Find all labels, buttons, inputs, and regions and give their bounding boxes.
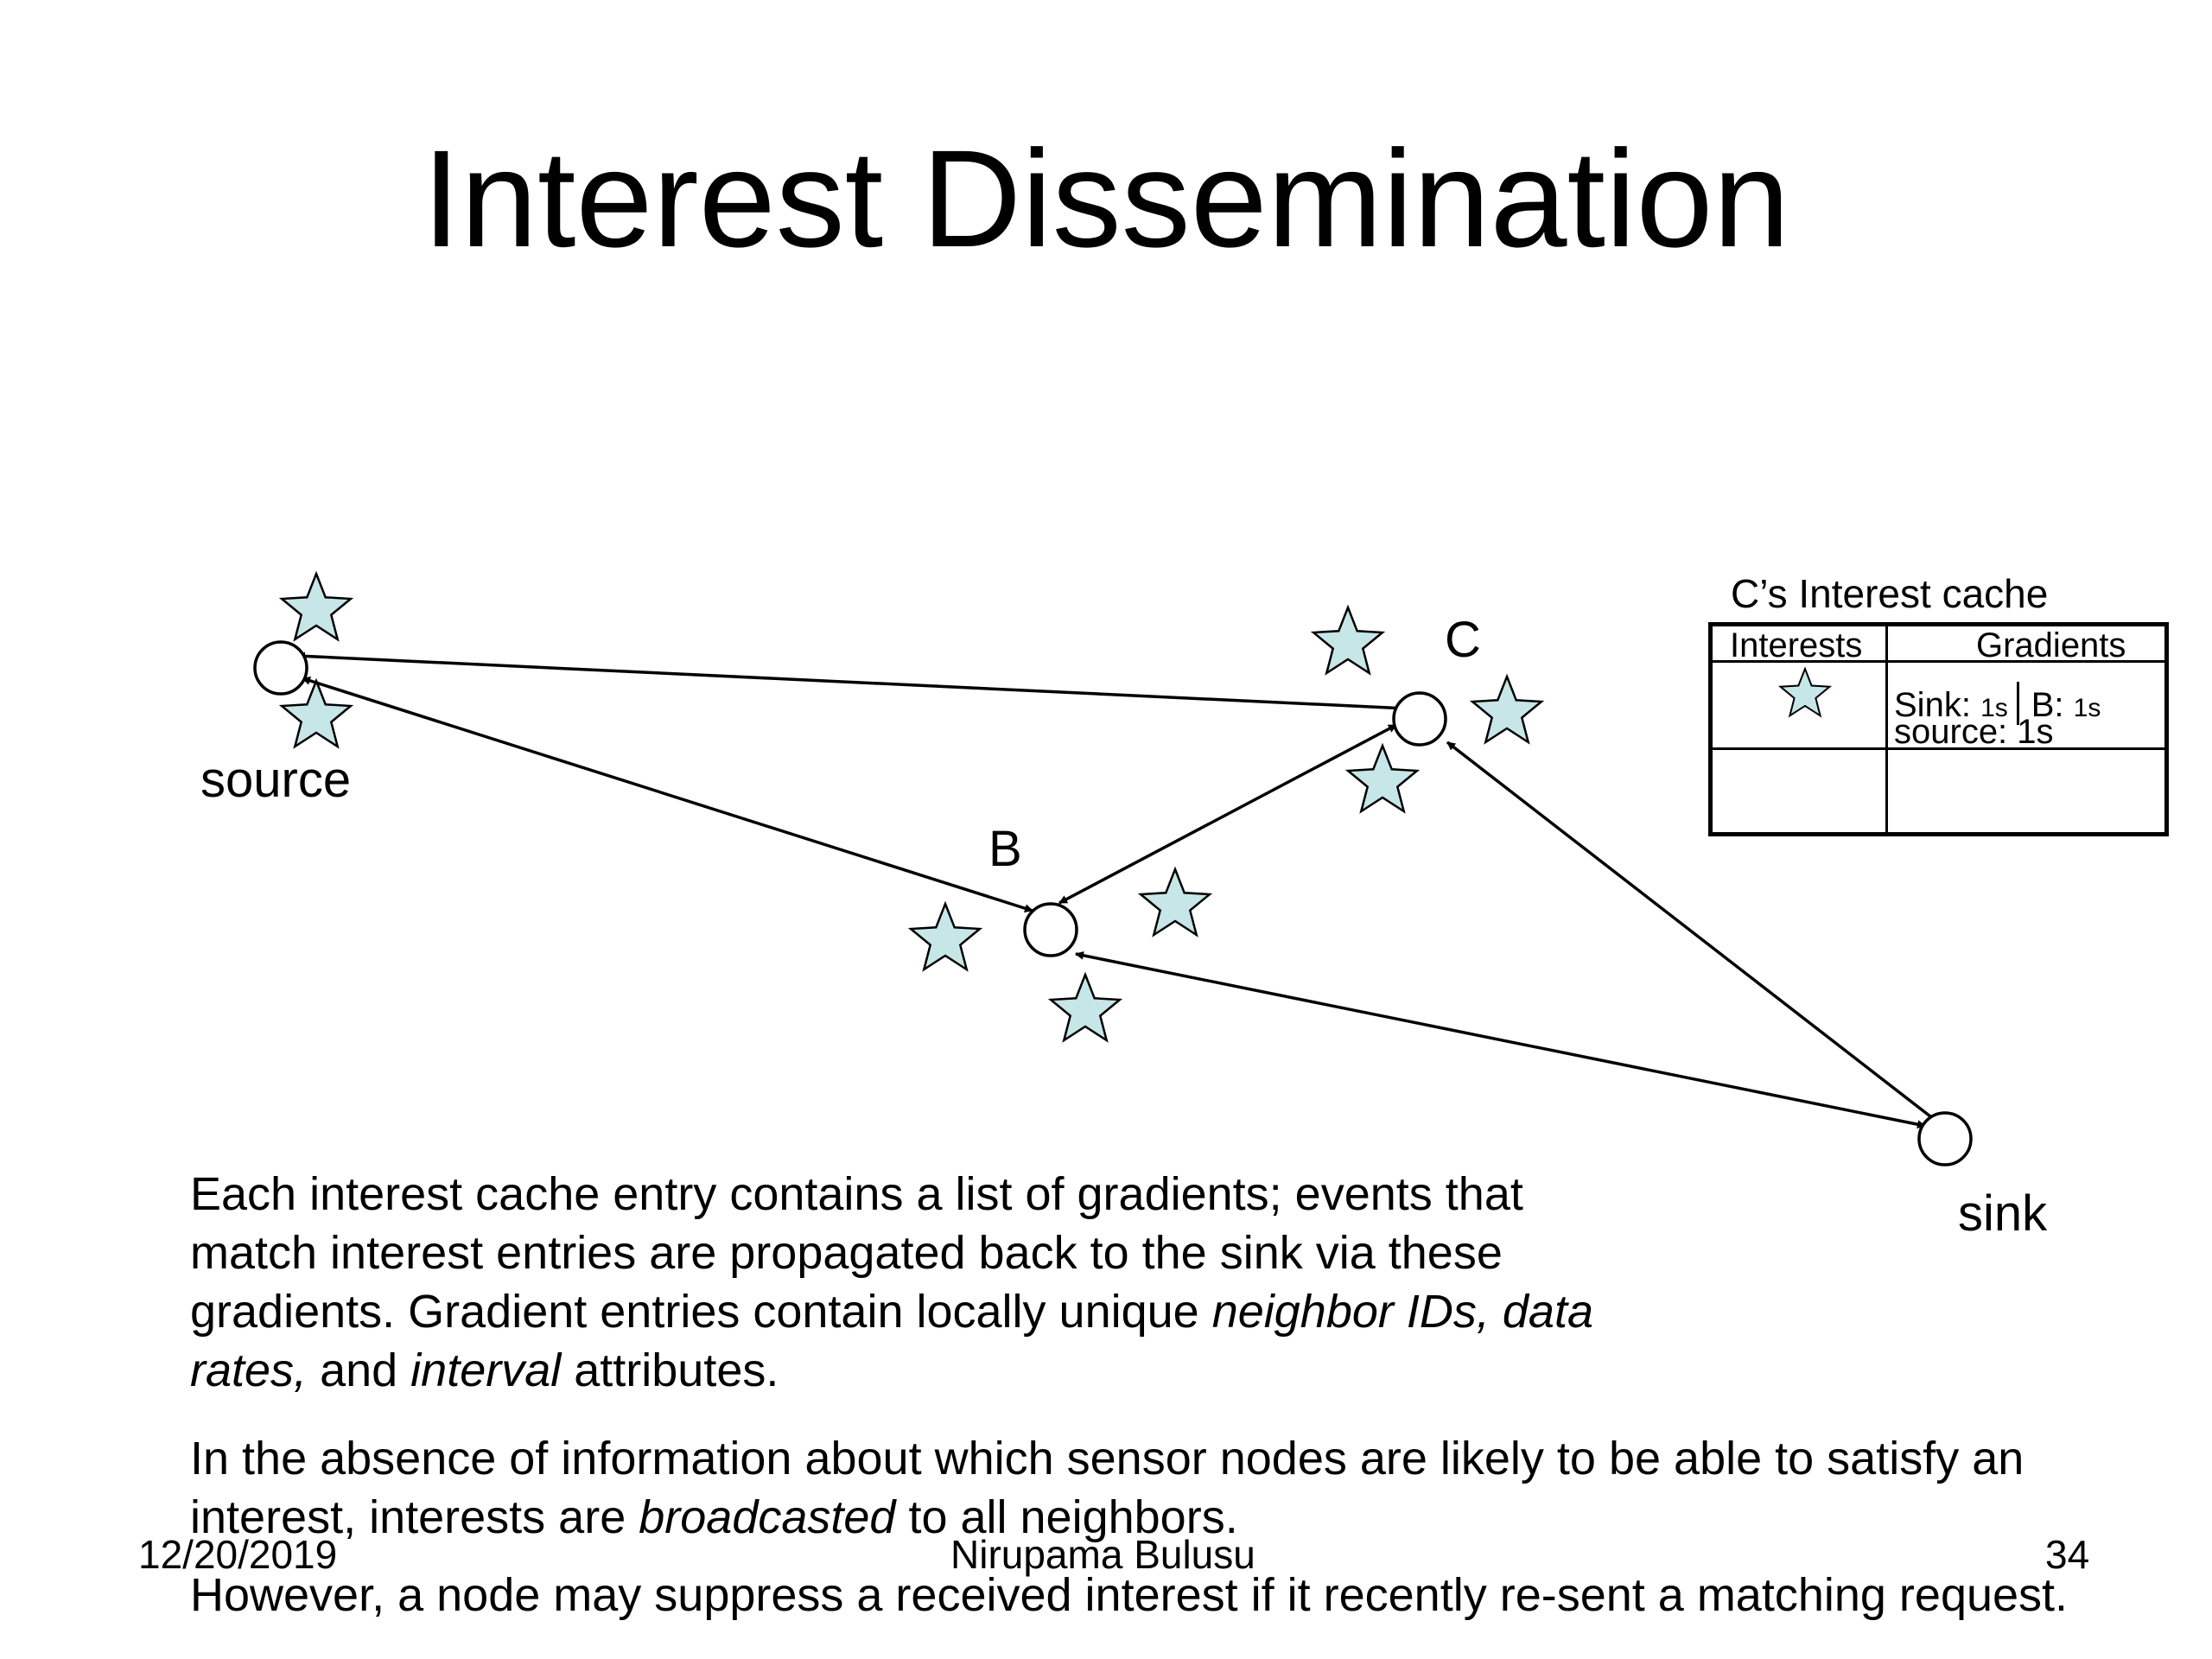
body-text: and	[307, 1344, 411, 1396]
edge-b-c	[1058, 723, 1397, 905]
node-source	[253, 640, 308, 696]
node-label-sink: sink	[1958, 1185, 2048, 1242]
gradient-entry-row-2: source: 1s	[1894, 715, 2054, 749]
cache-column-divider	[1885, 626, 1888, 832]
cache-col-gradients: Gradients	[1976, 626, 2126, 664]
body-text: to all neighbors.	[895, 1491, 1238, 1543]
body-paragraph-3: However, a node may suppress a received …	[190, 1569, 2069, 1621]
body-text-italic: interval	[410, 1344, 562, 1396]
gradient-entry-row-1: Sink: 1s B: 1s	[1894, 682, 2101, 725]
gradient-b-value: 1s	[2073, 694, 2101, 722]
edge-source-b	[302, 676, 1033, 913]
edge-source-c	[296, 652, 1408, 713]
gradient-source-label: source:	[1894, 713, 2008, 751]
node-c	[1392, 691, 1447, 747]
cache-row-divider	[1713, 747, 2164, 750]
body-paragraph-2: In the absence of information about whic…	[190, 1429, 2177, 1547]
cache-col-interests: Interests	[1730, 626, 1863, 664]
footer-date: 12/20/2019	[138, 1532, 338, 1577]
gradient-sink-value: 1s	[1980, 694, 2008, 722]
node-label-c: C	[1445, 612, 1481, 668]
footer-page-number: 34	[2045, 1532, 2090, 1577]
interest-star-icon	[1139, 868, 1211, 937]
gradient-separator	[2016, 682, 2019, 725]
cache-header-row: Interests Gradients	[1713, 626, 2164, 663]
node-b	[1023, 902, 1078, 957]
cache-title: C’s Interest cache	[1731, 571, 2049, 616]
edge-b-sink	[1075, 950, 1926, 1129]
node-label-source: source	[200, 752, 351, 808]
gradient-b-label: B:	[2031, 686, 2064, 724]
interest-star-icon	[1312, 606, 1384, 675]
gradient-source-value: 1s	[2017, 713, 2054, 751]
interest-star-icon	[1346, 744, 1419, 813]
body-text: In the absence of information about whic…	[190, 1433, 2024, 1543]
node-label-b: B	[988, 821, 1022, 877]
node-sink	[1917, 1111, 1973, 1166]
body-paragraph-1: Each interest cache entry contains a lis…	[190, 1165, 1659, 1400]
body-text-italic: neighbor IDs, data rates,	[190, 1286, 1593, 1396]
slide-title: Interest Dissemination	[422, 121, 1790, 276]
body-text: attributes.	[561, 1344, 779, 1396]
interest-star-icon	[1777, 667, 1833, 718]
footer-author: Nirupama Bulusu	[950, 1532, 1255, 1577]
interest-star-icon	[1471, 675, 1543, 744]
gradient-sink-label: Sink:	[1894, 686, 1971, 724]
interest-star-icon	[280, 572, 353, 641]
body-text-italic: broadcasted	[639, 1491, 896, 1543]
interest-star-icon	[909, 902, 982, 971]
interest-star-icon	[1049, 973, 1122, 1042]
body-text: Each interest cache entry contains a lis…	[190, 1168, 1523, 1338]
